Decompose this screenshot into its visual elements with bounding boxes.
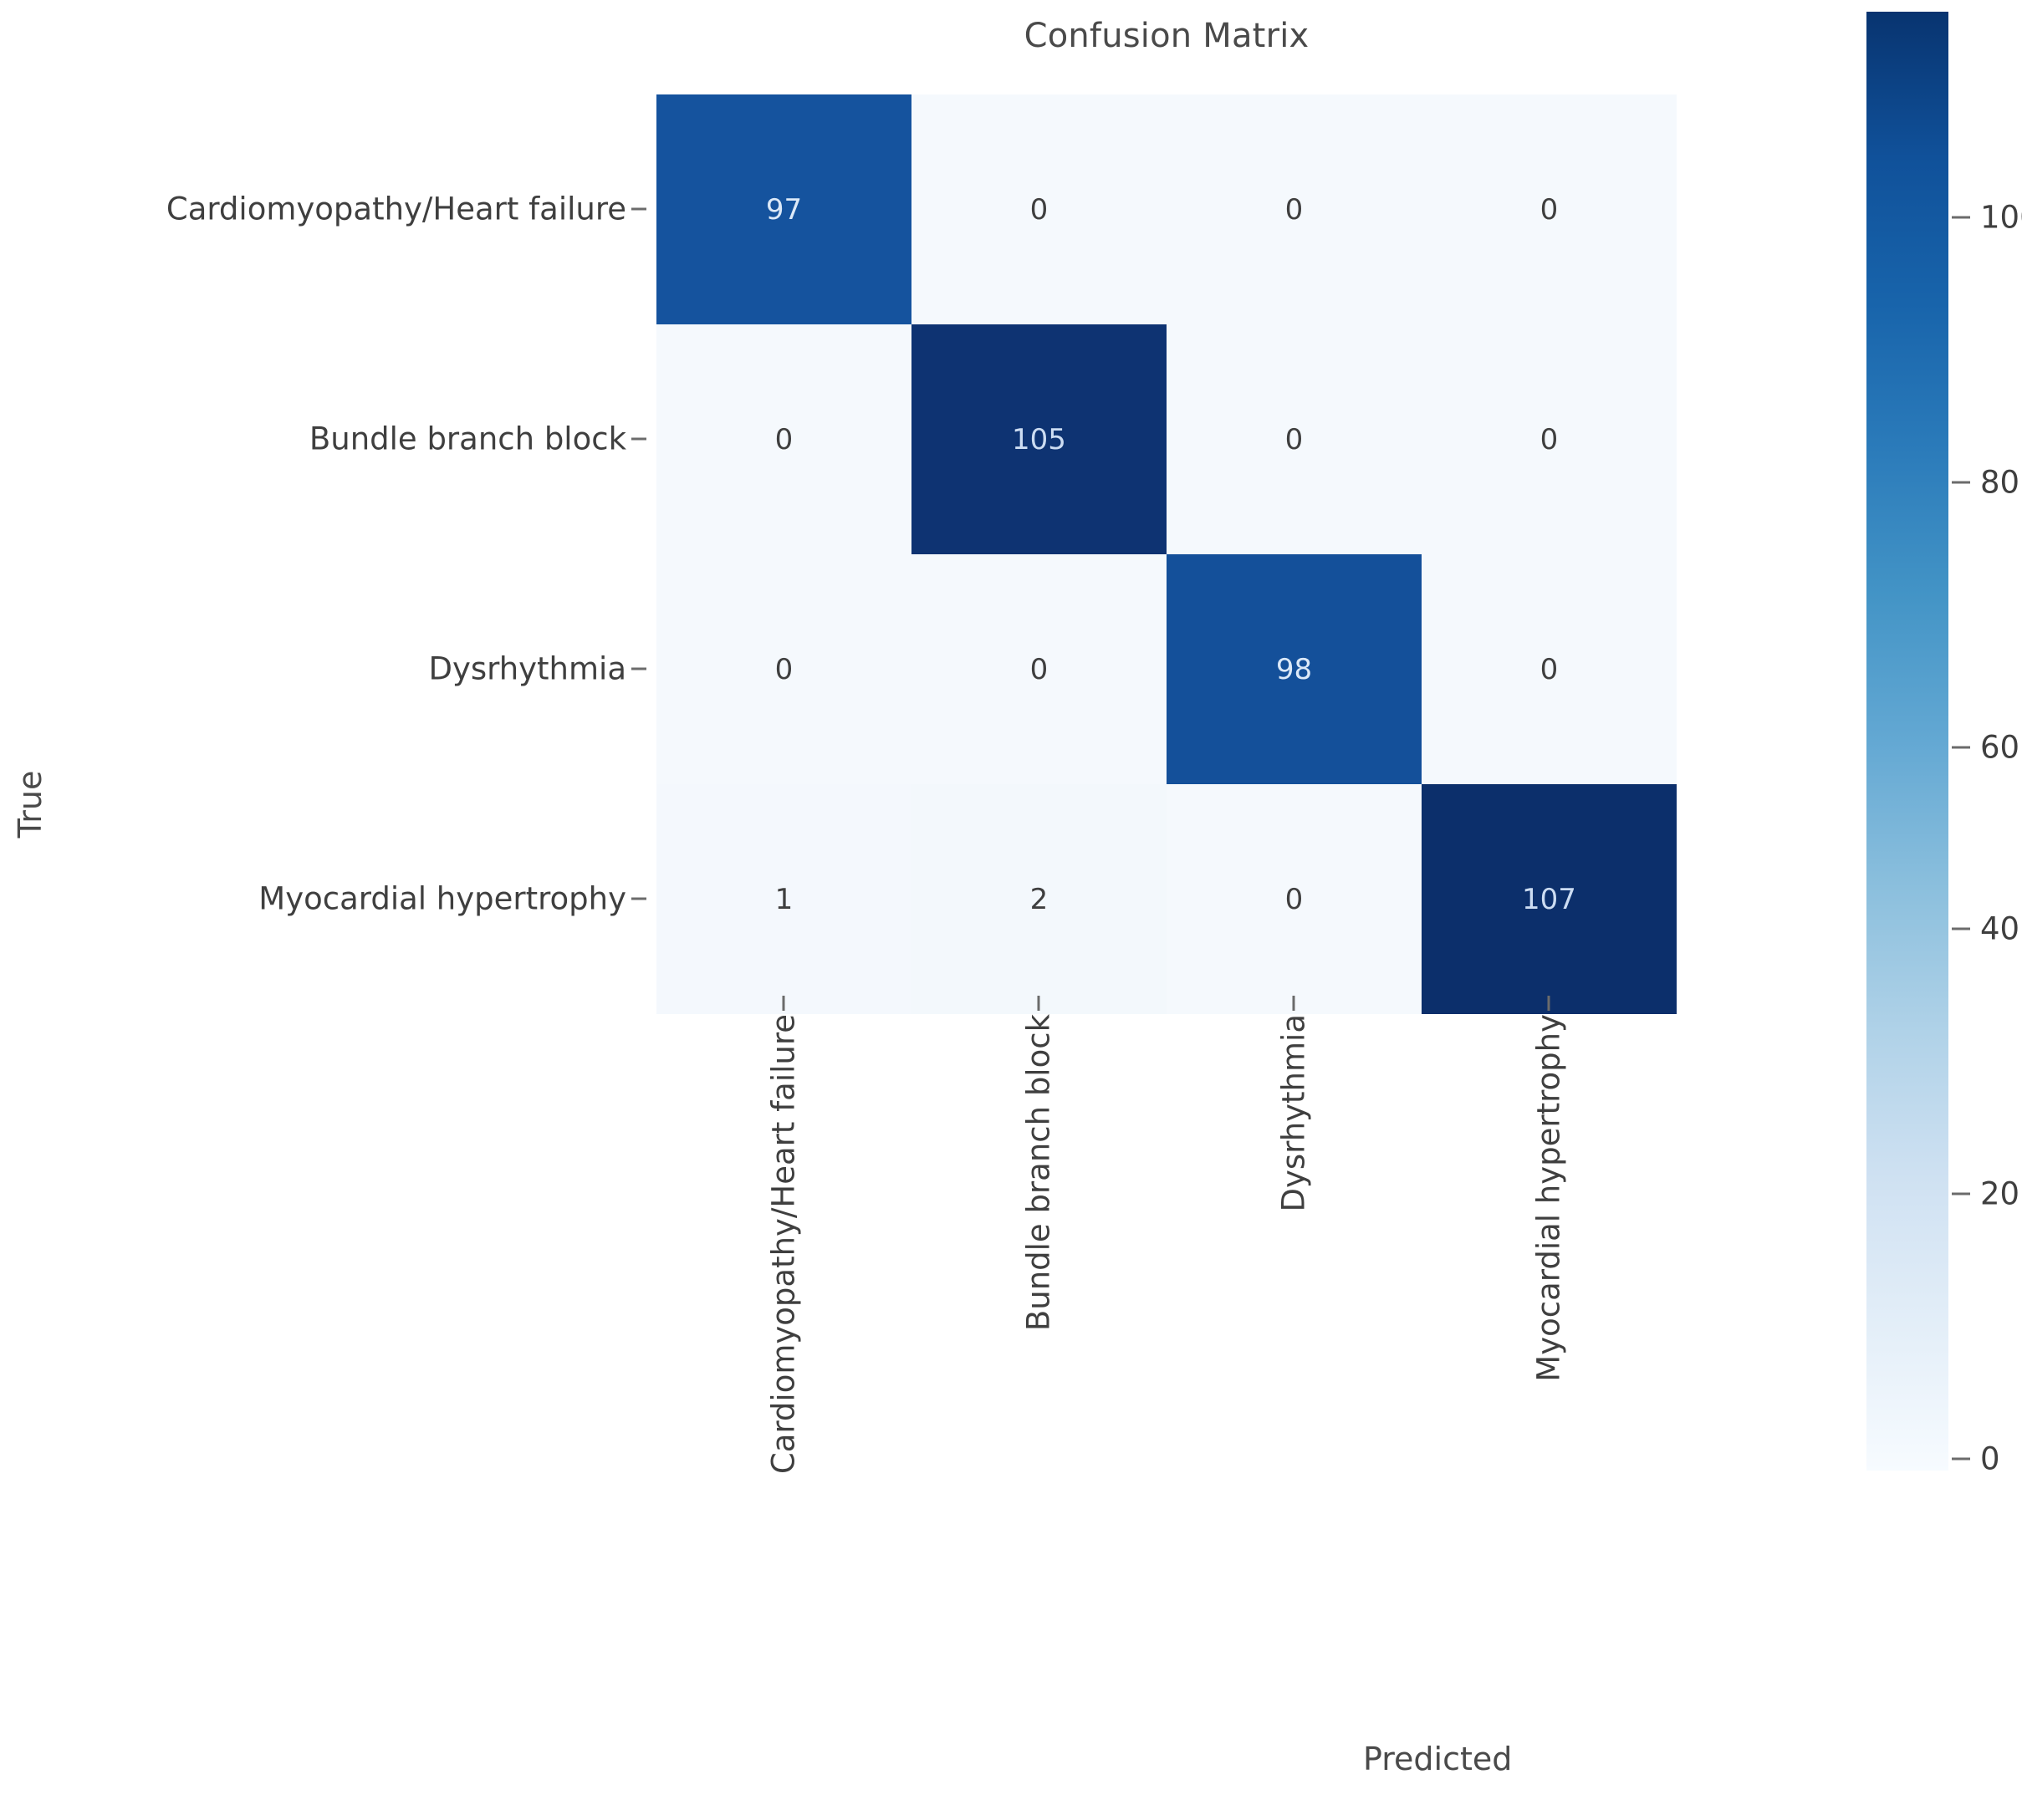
y-tick-mark-0 (631, 207, 646, 211)
colorbar-tick-mark-3 (1952, 927, 1970, 930)
x-tick-label-3: Myocardial hypertrophy (1530, 1014, 1567, 1382)
cell-value: 0 (1539, 192, 1559, 227)
x-tick-mark-2 (1292, 996, 1295, 1011)
heatmap-cell[interactable]: 98 (1167, 554, 1422, 784)
x-tick-label-0: Cardiomyopathy/Heart failure (765, 1014, 802, 1475)
cell-value: 1 (774, 882, 794, 916)
cell-value: 105 (1012, 422, 1066, 456)
colorbar-tick-mark-1 (1952, 481, 1970, 484)
colorbar-tick-label-5: 0 (1980, 1440, 2000, 1477)
y-tick-label-0: Cardiomyopathy/Heart failure (166, 191, 626, 227)
cell-value: 0 (1029, 652, 1049, 686)
x-tick-label-1: Bundle branch block (1020, 1014, 1057, 1332)
y-tick-mark-2 (631, 667, 646, 670)
colorbar-tick-mark-2 (1952, 746, 1970, 749)
heatmap-cell[interactable]: 2 (911, 784, 1167, 1014)
y-axis-tick-labels: Cardiomyopathy/Heart failure Bundle bran… (0, 94, 656, 1014)
cell-value: 0 (1539, 652, 1559, 686)
cell-value: 2 (1029, 882, 1049, 916)
y-tick-label-3: Myocardial hypertrophy (258, 880, 626, 917)
heatmap-cell[interactable]: 107 (1422, 784, 1677, 1014)
cell-value: 97 (765, 192, 803, 227)
colorbar-tick-label-0: 100 (1980, 199, 2022, 236)
colorbar-tick-mark-5 (1952, 1457, 1970, 1461)
y-tick-mark-1 (631, 437, 646, 441)
colorbar-tick-label-4: 20 (1980, 1175, 2020, 1212)
cell-value: 107 (1522, 882, 1576, 916)
heatmap-cell[interactable]: 0 (656, 324, 911, 554)
heatmap-cell[interactable]: 0 (1167, 324, 1422, 554)
heatmap-cell[interactable]: 0 (1422, 324, 1677, 554)
x-tick-label-2: Dysrhythmia (1275, 1014, 1312, 1212)
cell-value: 0 (1029, 192, 1049, 227)
cell-value: 0 (774, 422, 794, 456)
colorbar-tick-label-1: 80 (1980, 464, 2020, 501)
chart-title: Confusion Matrix (1024, 17, 1310, 55)
cell-value: 0 (1539, 422, 1559, 456)
colorbar-gradient (1866, 12, 1948, 1471)
colorbar-tick-label-3: 40 (1980, 910, 2020, 947)
colorbar-tick-mark-4 (1952, 1192, 1970, 1195)
cell-value: 98 (1275, 652, 1313, 686)
heatmap-cell[interactable]: 0 (1422, 554, 1677, 784)
y-tick-label-2: Dysrhythmia (428, 650, 626, 687)
heatmap-cell[interactable]: 97 (656, 94, 911, 324)
y-axis-title: True (12, 770, 49, 839)
heatmap-cell[interactable]: 0 (1167, 784, 1422, 1014)
heatmap-cell[interactable]: 0 (1422, 94, 1677, 324)
colorbar-tick-mark-0 (1952, 216, 1970, 219)
cell-value: 0 (774, 652, 794, 686)
cell-value: 0 (1284, 882, 1304, 916)
x-tick-mark-0 (782, 996, 785, 1011)
heatmap-cell[interactable]: 0 (911, 554, 1167, 784)
x-axis-tick-labels: Cardiomyopathy/Heart failure Bundle bran… (656, 996, 1677, 1750)
x-tick-mark-3 (1547, 996, 1550, 1011)
y-tick-mark-3 (631, 897, 646, 900)
cell-value: 0 (1284, 422, 1304, 456)
heatmap-grid: 97 0 0 0 0 105 0 0 0 0 98 0 1 2 0 107 (656, 94, 1677, 1014)
cell-value: 0 (1284, 192, 1304, 227)
heatmap-cell[interactable]: 0 (911, 94, 1167, 324)
heatmap-cell[interactable]: 1 (656, 784, 911, 1014)
heatmap-cell[interactable]: 0 (1167, 94, 1422, 324)
colorbar-tick-label-2: 60 (1980, 729, 2020, 766)
x-tick-mark-1 (1037, 996, 1040, 1011)
heatmap-cell[interactable]: 0 (656, 554, 911, 784)
heatmap-cell[interactable]: 105 (911, 324, 1167, 554)
x-axis-title: Predicted (1363, 1741, 1513, 1777)
y-tick-label-1: Bundle branch block (309, 421, 626, 457)
